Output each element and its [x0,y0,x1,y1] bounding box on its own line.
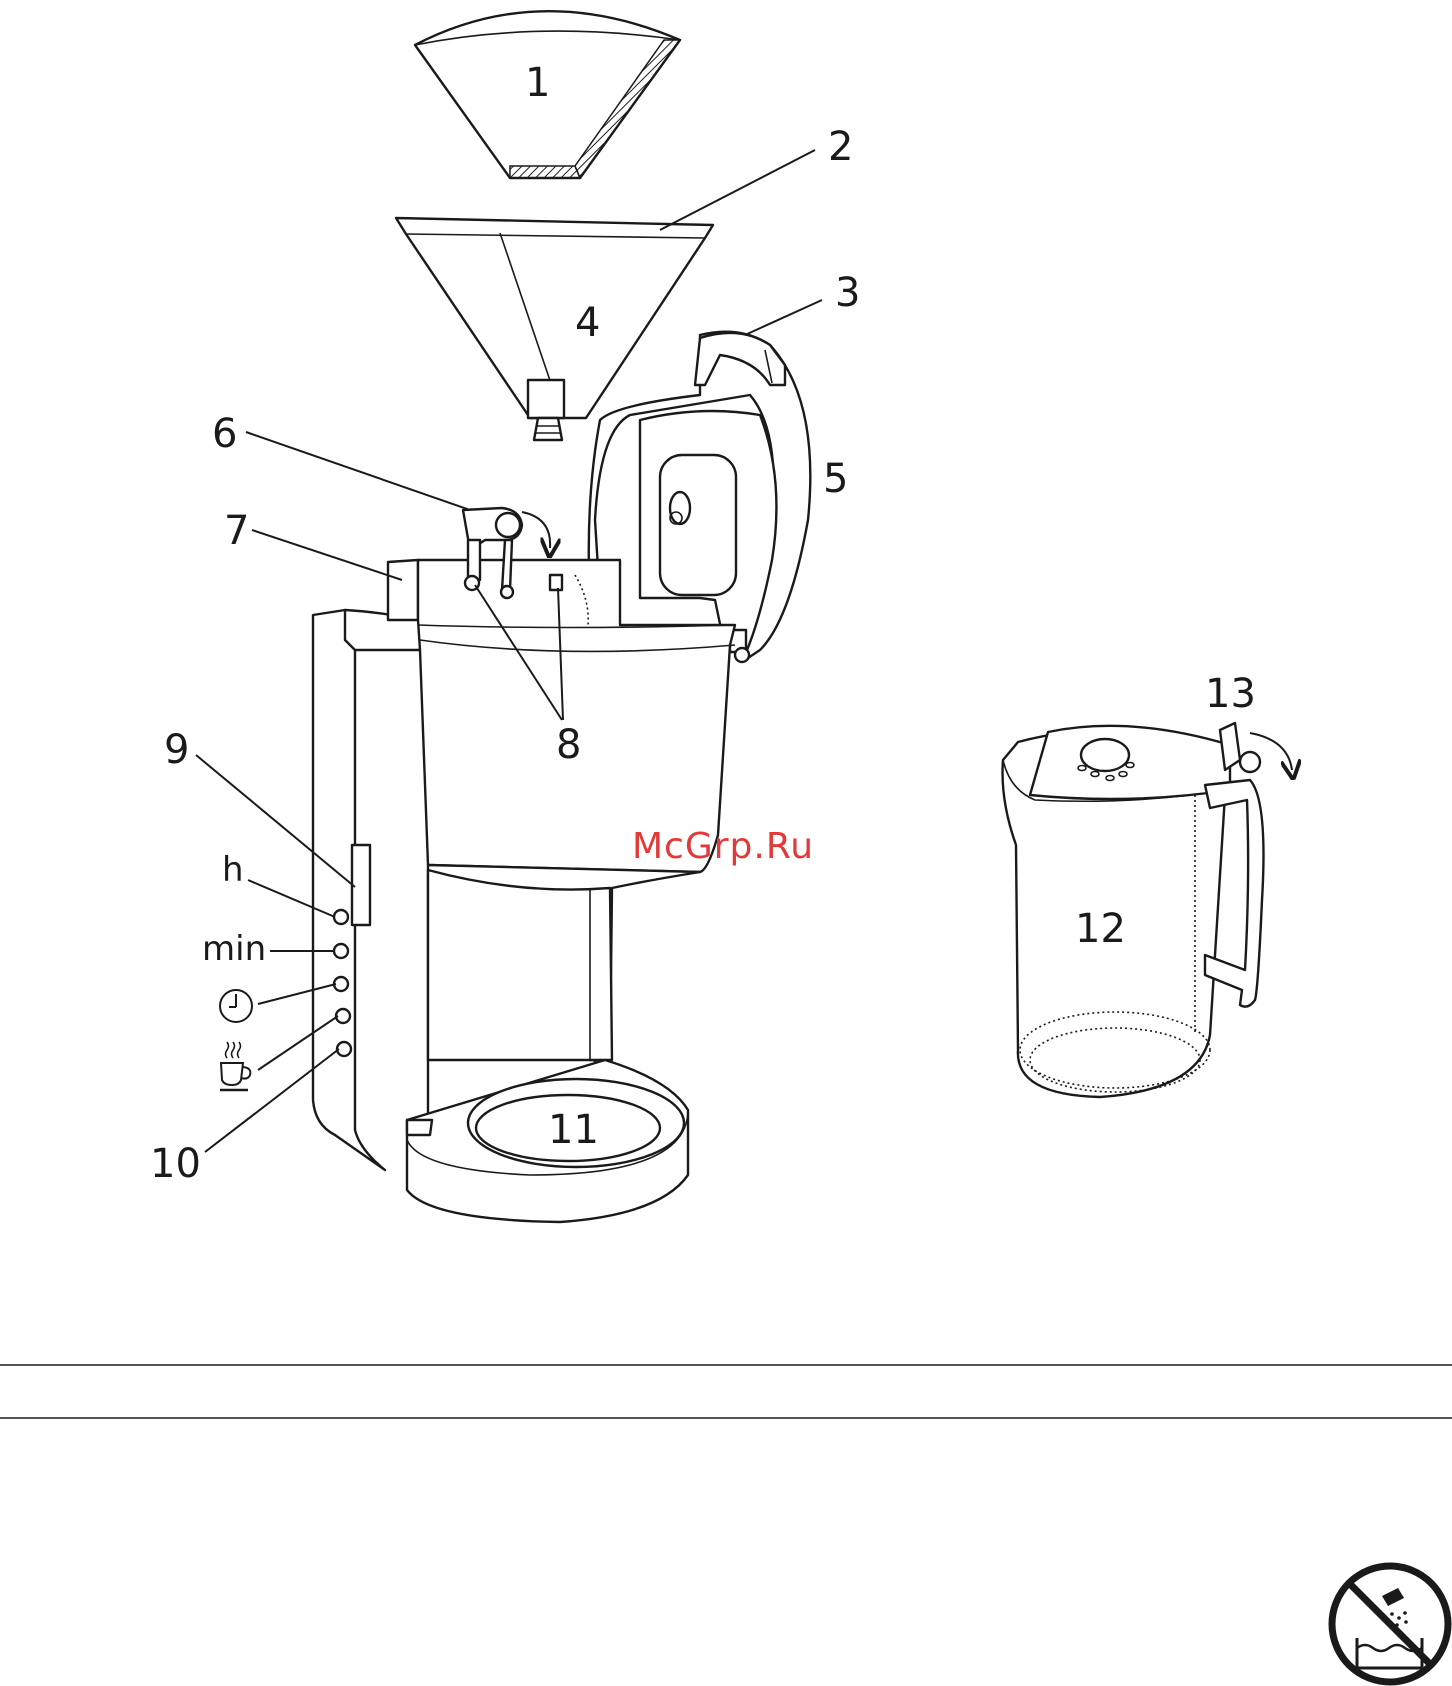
callout-8: 8 [556,722,581,768]
hours-button-label: h [222,850,244,890]
no-dishwasher-icon [1332,1566,1448,1682]
glass-carafe [1003,723,1292,1097]
callout-13: 13 [1205,671,1256,717]
callout-1: 1 [525,60,550,106]
callout-11: 11 [548,1107,599,1153]
callout-10: 10 [150,1141,201,1187]
callout-3: 3 [835,270,860,316]
callout-6: 6 [212,411,237,457]
callout-4: 4 [575,300,600,346]
callout-9: 9 [164,727,189,773]
watermark: McGrp.Ru [632,826,814,867]
coffee-cup-icon [220,1042,250,1090]
callout-7: 7 [224,508,249,554]
callout-5: 5 [823,456,848,502]
clock-icon [220,990,252,1022]
minutes-button-label: min [202,929,266,969]
button-legend: h min [202,850,266,1090]
callout-12: 12 [1075,906,1126,952]
callout-2: 2 [828,124,853,170]
